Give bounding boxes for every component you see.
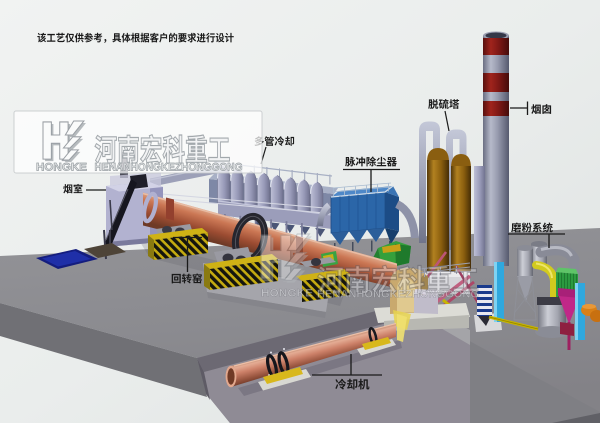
svg-text:HENANHONGKEZHONGGONG: HENANHONGKEZHONGGONG [95, 162, 243, 174]
svg-text:HONGKE: HONGKE [261, 288, 313, 300]
svg-text:HENANHONGKEZHONGGONG: HENANHONGKEZHONGGONG [317, 289, 479, 301]
svg-text:HONGKE: HONGKE [36, 162, 87, 174]
